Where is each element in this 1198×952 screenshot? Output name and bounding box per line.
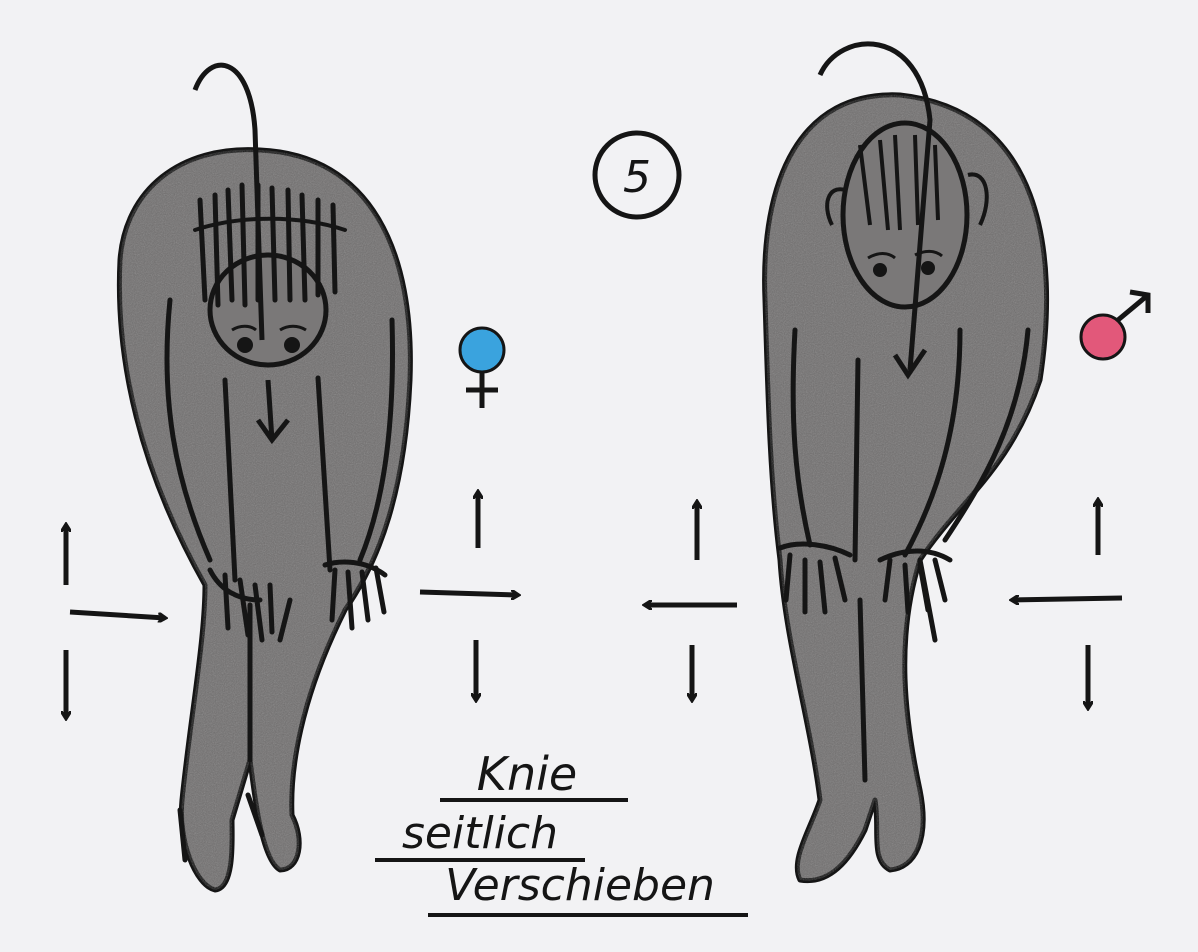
caption-line-3: Verschieben xyxy=(445,860,715,911)
male-symbol-dot xyxy=(1081,315,1125,359)
arrow-right-far-left xyxy=(70,612,165,618)
male-symbol xyxy=(1081,292,1148,359)
caption-line-1: Knie xyxy=(477,747,577,801)
caption: Knie seitlich Verschieben xyxy=(375,747,748,915)
arrow-left-far-right xyxy=(1012,598,1122,600)
step-number: 5 xyxy=(623,152,651,203)
female-symbol xyxy=(460,328,504,408)
caption-line-2: seitlich xyxy=(402,808,558,859)
female-symbol-dot xyxy=(460,328,504,372)
left-figure-head xyxy=(210,255,326,365)
right-figure xyxy=(765,44,1047,881)
step-badge: 5 xyxy=(595,133,679,217)
left-figure xyxy=(119,65,410,890)
arrow-right-center-left xyxy=(420,592,518,595)
